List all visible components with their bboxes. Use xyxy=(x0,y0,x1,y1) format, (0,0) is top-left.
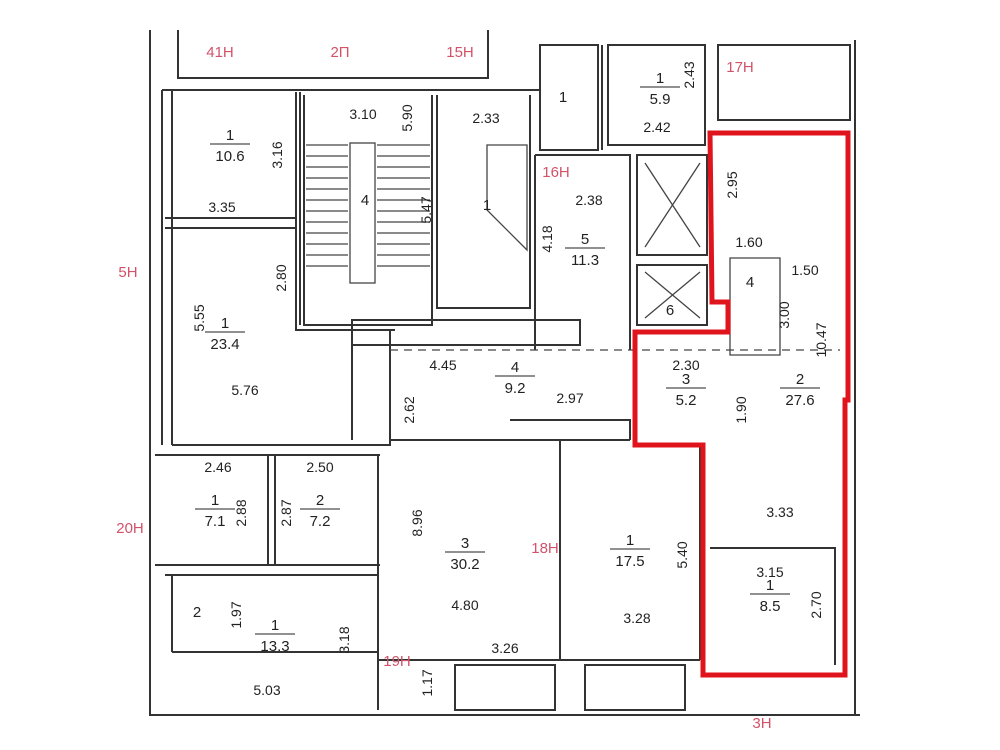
dimension-label: 2.97 xyxy=(556,390,583,406)
entrance-tag: 15Н xyxy=(446,44,474,61)
entrance-tag: 41Н xyxy=(206,44,234,61)
room-area: 8.5 xyxy=(760,598,781,615)
highlighted-unit-outline xyxy=(632,130,851,678)
room-area: 17.5 xyxy=(615,553,644,570)
dimension-label: 2.43 xyxy=(681,61,697,88)
dimension-label: 2.50 xyxy=(306,459,333,475)
dimension-label: 3.16 xyxy=(269,141,285,168)
room-number: 1 xyxy=(221,315,229,332)
room-number: 6 xyxy=(666,302,674,319)
room-number: 4 xyxy=(361,192,369,209)
dimension-label: 4.80 xyxy=(451,597,478,613)
dimension-label: 3.26 xyxy=(491,640,518,656)
room-area: 30.2 xyxy=(450,556,479,573)
dimension-label: 3.35 xyxy=(208,199,235,215)
dimension-label: 5.90 xyxy=(399,104,415,131)
room-area: 7.2 xyxy=(310,513,331,530)
walls xyxy=(149,30,860,716)
dimension-label: 2.80 xyxy=(273,264,289,291)
entrance-tag: 17Н xyxy=(726,59,754,76)
entrance-tag: 18Н xyxy=(531,540,559,557)
room-area: 13.3 xyxy=(260,638,289,655)
entrance-tag: 2П xyxy=(330,44,349,61)
room-area: 10.6 xyxy=(215,148,244,165)
dimension-label: 3.28 xyxy=(623,610,650,626)
dimension-label: 3.10 xyxy=(349,106,376,122)
dimension-label: 3.33 xyxy=(766,504,793,520)
room-number: 1 xyxy=(271,617,279,634)
dimension-label: 1.60 xyxy=(735,234,762,250)
entrance-tag: 20Н xyxy=(116,520,144,537)
dimension-label: 3.15 xyxy=(756,564,783,580)
room-area: 7.1 xyxy=(205,513,226,530)
room-area: 27.6 xyxy=(785,392,814,409)
room-number: 4 xyxy=(746,274,754,291)
dimension-label: 1.17 xyxy=(419,669,435,696)
room-number: 1 xyxy=(656,70,664,87)
dimension-label: 2.30 xyxy=(672,357,699,373)
dimension-label: 2.62 xyxy=(401,396,417,423)
room-number: 3 xyxy=(461,535,469,552)
dimension-label: 5.55 xyxy=(191,304,207,331)
room-area: 5.9 xyxy=(650,91,671,108)
dimension-label: 2.38 xyxy=(575,192,602,208)
dimension-label: 2.88 xyxy=(233,499,249,526)
room-number: 1 xyxy=(211,492,219,509)
room-number: 2 xyxy=(796,371,804,388)
room-number: 4 xyxy=(511,359,519,376)
dimension-label: 1.90 xyxy=(733,396,749,423)
entrance-tag: 19Н xyxy=(383,653,411,670)
room-number: 2 xyxy=(316,492,324,509)
room-area: 5.2 xyxy=(676,392,697,409)
dimension-label: 5.47 xyxy=(418,196,434,223)
dimension-label: 5.76 xyxy=(231,382,258,398)
dimension-label: 2.87 xyxy=(278,499,294,526)
dimension-label: 2.95 xyxy=(724,171,740,198)
room-area: 11.3 xyxy=(571,252,599,269)
stair-treads-icon xyxy=(306,144,430,267)
room-number: 1 xyxy=(766,577,774,594)
dimension-label: 5.03 xyxy=(253,682,280,698)
dimension-label: 3.18 xyxy=(336,626,352,653)
entrance-tag: 3Н xyxy=(752,715,771,732)
entrance-tag: 16Н xyxy=(542,164,570,181)
dimension-label: 2.46 xyxy=(204,459,231,475)
dimension-label: 2.70 xyxy=(808,591,824,618)
dimension-label: 2.33 xyxy=(472,110,499,126)
dimension-label: 5.40 xyxy=(674,541,690,568)
dimension-label: 10.47 xyxy=(813,322,829,357)
entrance-tag: 5Н xyxy=(118,264,137,281)
room-number: 5 xyxy=(581,231,589,248)
dimension-label: 2.42 xyxy=(643,119,670,135)
room-number: 1 xyxy=(626,532,634,549)
room-number: 3 xyxy=(682,371,690,388)
dimension-label: 4.18 xyxy=(539,225,555,252)
dimension-label: 3.00 xyxy=(776,301,792,328)
room-number: 1 xyxy=(483,197,491,214)
room-number: 1 xyxy=(559,89,567,106)
dimension-label: 1.97 xyxy=(228,601,244,628)
dimension-label: 4.45 xyxy=(429,357,456,373)
dimension-label: 8.96 xyxy=(409,509,425,536)
room-number: 2 xyxy=(193,604,201,621)
room-number: 1 xyxy=(226,127,234,144)
room-area: 23.4 xyxy=(210,336,239,353)
room-area: 9.2 xyxy=(505,380,526,397)
dimension-label: 1.50 xyxy=(791,262,818,278)
